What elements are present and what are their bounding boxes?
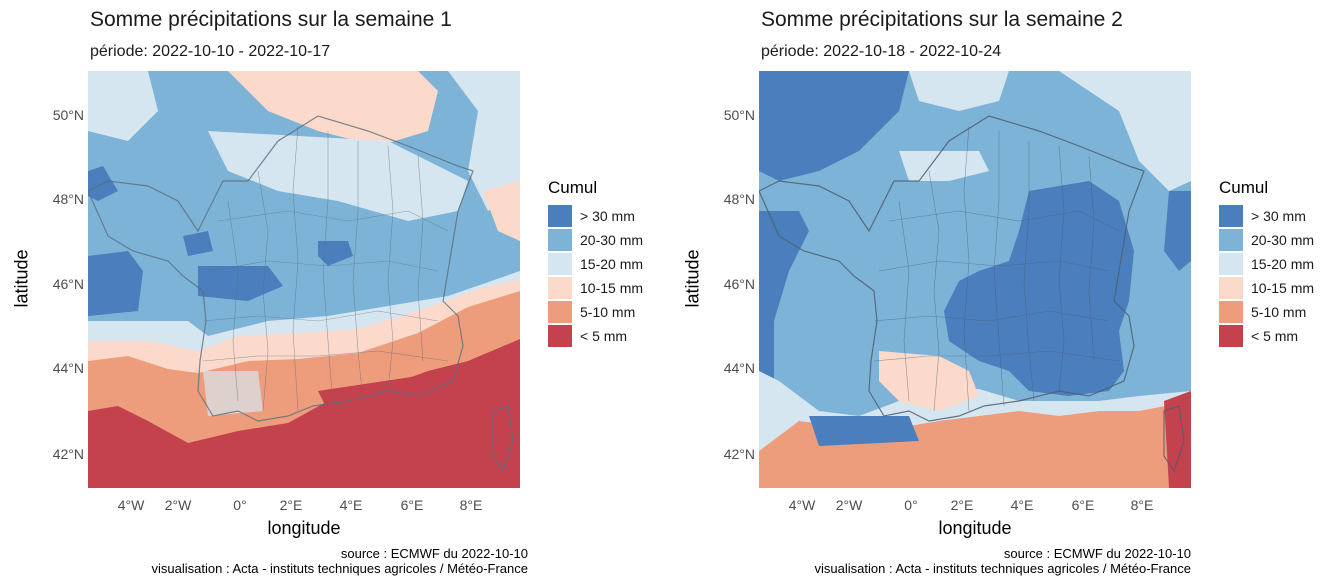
legend: Cumul > 30 mm 20-30 mm 15-20 mm 10-15 mm…	[1219, 178, 1314, 348]
legend-swatch	[1219, 325, 1243, 347]
legend-item: 15-20 mm	[1219, 252, 1314, 276]
legend-item: 10-15 mm	[1219, 276, 1314, 300]
legend-item: > 30 mm	[548, 204, 643, 228]
legend-label: 5-10 mm	[580, 304, 636, 320]
x-tick-label: 8°E	[1130, 497, 1154, 513]
legend-label: 10-15 mm	[1251, 280, 1315, 296]
x-tick-label: 4°E	[339, 497, 363, 513]
y-tick-label: 42°N	[723, 446, 755, 462]
x-tick-label: 2°W	[164, 497, 192, 513]
legend-label: > 30 mm	[1251, 208, 1306, 224]
y-tick-label: 48°N	[723, 191, 755, 207]
x-tick-label: 2°E	[279, 497, 303, 513]
precipitation-map	[759, 71, 1191, 488]
map-panel-week-2: Somme précipitations sur la semaine 2 pé…	[671, 0, 1341, 579]
legend-label: 10-15 mm	[580, 280, 644, 296]
x-tick-label: 6°E	[400, 497, 424, 513]
caption-credit: visualisation : Acta - instituts techniq…	[814, 561, 1191, 576]
legend-item: 10-15 mm	[548, 276, 643, 300]
legend-swatch	[1219, 277, 1243, 299]
caption-source: source : ECMWF du 2022-10-10	[1003, 546, 1191, 561]
legend-item: 5-10 mm	[1219, 300, 1314, 324]
y-tick-label: 48°N	[52, 191, 84, 207]
legend-swatch	[548, 301, 572, 323]
caption-credit: visualisation : Acta - instituts techniq…	[151, 561, 528, 576]
legend-title: Cumul	[1219, 178, 1269, 197]
precipitation-map-svg	[759, 71, 1191, 488]
legend-swatch	[548, 325, 572, 347]
y-tick-label: 46°N	[723, 276, 755, 292]
panel-subtitle: période: 2022-10-18 - 2022-10-24	[761, 43, 1002, 60]
x-tick-label: 2°W	[835, 497, 863, 513]
legend-label: < 5 mm	[580, 328, 628, 344]
y-tick-label: 50°N	[723, 107, 755, 123]
legend: Cumul > 30 mm 20-30 mm 15-20 mm 10-15 mm…	[548, 178, 643, 348]
legend-title: Cumul	[548, 178, 598, 197]
panel-title: Somme précipitations sur la semaine 2	[761, 8, 1123, 31]
legend-swatch	[1219, 253, 1243, 275]
y-axis-title: latitude	[682, 249, 703, 308]
x-tick-label: 0°	[233, 497, 247, 513]
x-tick-label: 0°	[904, 497, 918, 513]
panel-title: Somme précipitations sur la semaine 1	[90, 8, 452, 31]
legend-label: < 5 mm	[1251, 328, 1299, 344]
x-tick-label: 8°E	[459, 497, 483, 513]
map-panel-week-1: Somme précipitations sur la semaine 1 pé…	[0, 0, 670, 579]
legend-item: > 30 mm	[1219, 204, 1314, 228]
legend-label: 15-20 mm	[1251, 256, 1315, 272]
x-axis-title: longitude	[267, 518, 341, 538]
x-tick-label: 4°W	[788, 497, 816, 513]
legend-label: > 30 mm	[580, 208, 635, 224]
legend-swatch	[1219, 301, 1243, 323]
legend-swatch	[548, 253, 572, 275]
legend-label: 5-10 mm	[1251, 304, 1307, 320]
caption: source : ECMWF du 2022-10-10 visualisati…	[815, 546, 1191, 576]
legend-swatch	[548, 205, 572, 227]
legend-item: < 5 mm	[1219, 324, 1314, 348]
legend-label: 20-30 mm	[1251, 232, 1315, 248]
legend-swatch	[1219, 229, 1243, 251]
precipitation-map-svg	[88, 71, 520, 488]
caption: source : ECMWF du 2022-10-10 visualisati…	[152, 546, 528, 576]
y-tick-label: 46°N	[52, 276, 84, 292]
y-tick-label: 50°N	[52, 107, 84, 123]
x-tick-label: 6°E	[1071, 497, 1095, 513]
y-tick-label: 44°N	[723, 360, 755, 376]
legend-swatch	[548, 277, 572, 299]
x-tick-label: 2°E	[950, 497, 974, 513]
x-axis-title: longitude	[938, 518, 1012, 538]
legend-item: 20-30 mm	[548, 228, 643, 252]
legend-item: 5-10 mm	[548, 300, 643, 324]
caption-source: source : ECMWF du 2022-10-10	[340, 546, 528, 561]
x-tick-label: 4°W	[117, 497, 145, 513]
legend-item: 20-30 mm	[1219, 228, 1314, 252]
legend-swatch	[1219, 205, 1243, 227]
x-tick-label: 4°E	[1010, 497, 1034, 513]
legend-item: < 5 mm	[548, 324, 643, 348]
legend-label: 20-30 mm	[580, 232, 644, 248]
y-tick-label: 44°N	[52, 360, 84, 376]
legend-item: 15-20 mm	[548, 252, 643, 276]
y-tick-label: 42°N	[52, 446, 84, 462]
panel-subtitle: période: 2022-10-10 - 2022-10-17	[90, 43, 331, 60]
legend-label: 15-20 mm	[580, 256, 644, 272]
precipitation-map	[88, 71, 520, 488]
legend-swatch	[548, 229, 572, 251]
y-axis-title: latitude	[11, 249, 32, 308]
